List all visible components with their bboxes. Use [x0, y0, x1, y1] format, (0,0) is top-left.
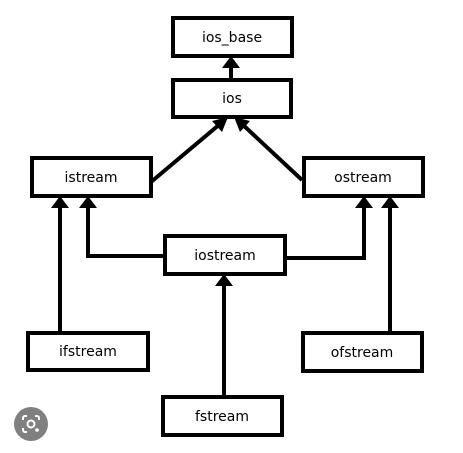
arrow-head-istream-right [79, 196, 97, 208]
node-label-ostream: ostream [334, 170, 392, 186]
edge-istream-to-ios [149, 122, 222, 184]
node-fstream: fstream [161, 395, 284, 437]
node-ostream: ostream [302, 156, 425, 198]
node-label-istream: istream [65, 170, 118, 186]
node-ofstream: ofstream [301, 331, 424, 373]
node-ios: ios [171, 78, 293, 119]
edges [51, 56, 399, 397]
arrow-head-ostream-right [381, 196, 399, 208]
node-label-ios: ios [222, 91, 242, 107]
arrow-head-ostream-left [355, 196, 373, 208]
node-label-iostream: iostream [194, 248, 256, 264]
google-lens-icon [22, 415, 40, 433]
edge-iostream-to-ostream [285, 206, 366, 260]
edge-ostream-to-ios [240, 122, 304, 182]
node-label-ios-base: ios_base [202, 30, 262, 46]
arrow-head-ios-right [234, 117, 250, 132]
node-istream: istream [30, 156, 153, 198]
arrow-head-iostream [215, 274, 233, 286]
node-label-ofstream: ofstream [331, 345, 394, 361]
node-ios-base: ios_base [171, 16, 294, 58]
node-ifstream: ifstream [26, 331, 150, 372]
arrow-head-istream-left [51, 196, 69, 208]
arrow-head-ios-left [212, 117, 228, 132]
node-label-ifstream: ifstream [59, 344, 117, 360]
edge-iostream-to-istream [86, 206, 164, 258]
google-lens-button[interactable] [14, 407, 48, 441]
node-label-fstream: fstream [195, 409, 249, 425]
arrow-head-ios-base [222, 56, 240, 68]
node-iostream: iostream [163, 234, 287, 276]
